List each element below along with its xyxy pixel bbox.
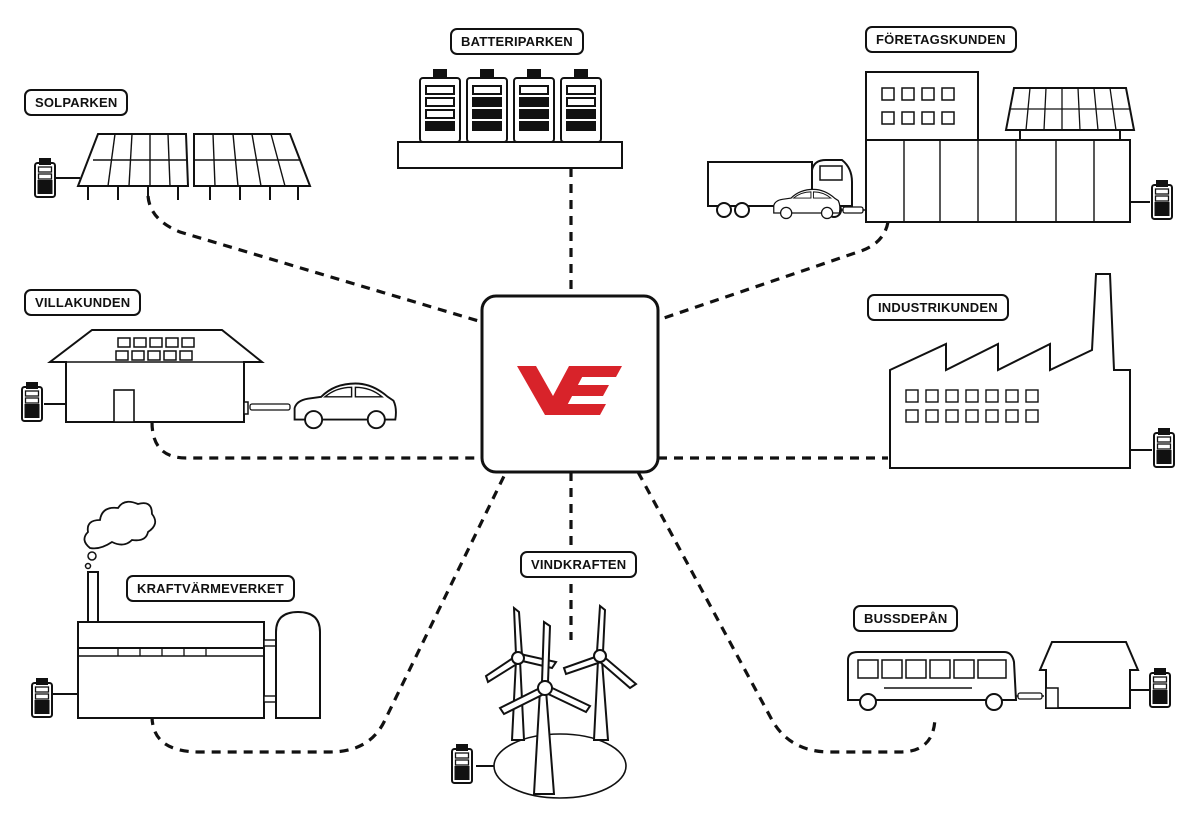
- foretagskunden-illustration: [707, 71, 1173, 223]
- label-bussdepan: BUSSDEPÅN: [853, 605, 959, 632]
- label-villakunden: VILLAKUNDEN: [24, 289, 142, 316]
- connector-solparken: [146, 195, 483, 324]
- connector-kraftvarmeverket: [150, 471, 508, 754]
- connector-villakunden: [150, 421, 482, 460]
- label-foretagskunden: FÖRETAGSKUNDEN: [865, 26, 1017, 53]
- label-kraftvarmeverket: KRAFTVÄRMEVERKET: [126, 575, 295, 602]
- industrikunden-illustration: [889, 273, 1175, 469]
- label-batteriparken: BATTERIPARKEN: [450, 28, 584, 55]
- vindkraften-illustration: [451, 604, 638, 799]
- label-vindkraften: VINDKRAFTEN: [520, 551, 638, 578]
- connector-foretagskunden: [657, 221, 890, 322]
- central-hub: [480, 294, 660, 474]
- villakunden-illustration: [21, 329, 397, 430]
- kraftvarmeverket-illustration: [31, 500, 321, 719]
- bussdepan-illustration: [847, 641, 1171, 711]
- label-industrikunden: INDUSTRIKUNDEN: [867, 294, 1009, 321]
- solparken-illustration: [34, 133, 312, 200]
- ve-logo-icon: [517, 366, 622, 415]
- batteriparken-illustration: [397, 69, 623, 169]
- label-solparken: SOLPARKEN: [24, 89, 129, 116]
